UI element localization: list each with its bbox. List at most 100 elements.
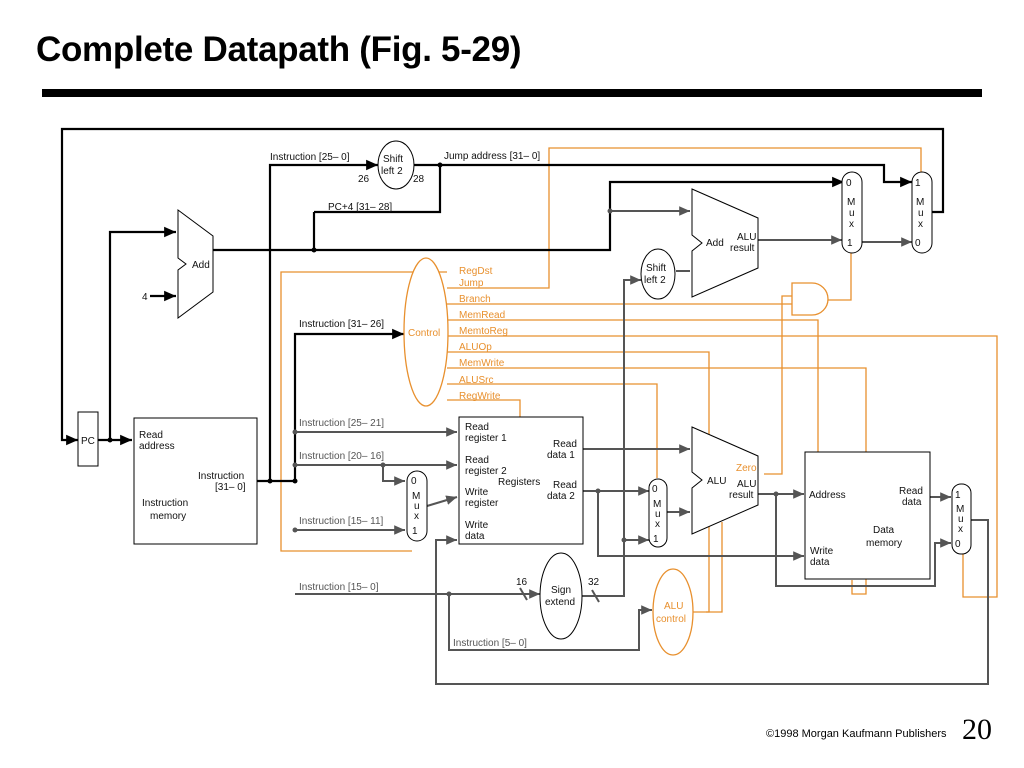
rt-to-mux-wire bbox=[382, 465, 405, 486]
pc4-join-wire bbox=[314, 165, 442, 214]
label-instr-15-0: Instruction [15– 0] bbox=[299, 582, 379, 593]
svg-text:extend: extend bbox=[545, 597, 575, 608]
signal-alusrc: ALUSrc bbox=[459, 375, 493, 386]
svg-text:1: 1 bbox=[412, 526, 418, 537]
width-32-label: 32 bbox=[588, 577, 600, 588]
pc4-wire bbox=[213, 176, 844, 252]
copyright-footer: ©1998 Morgan Kaufmann Publishers bbox=[766, 728, 947, 740]
svg-text:Read: Read bbox=[553, 480, 577, 491]
svg-text:ALU: ALU bbox=[737, 232, 756, 243]
svg-text:result: result bbox=[729, 490, 754, 501]
slide-title: Complete Datapath (Fig. 5-29) bbox=[36, 30, 522, 69]
svg-text:M: M bbox=[956, 504, 964, 515]
signal-memwrite: MemWrite bbox=[459, 358, 505, 369]
svg-text:ALU: ALU bbox=[737, 479, 756, 490]
signal-aluop: ALUOp bbox=[459, 342, 492, 353]
alusrc-wire bbox=[447, 383, 658, 478]
regdst-wire bbox=[280, 271, 447, 552]
label-pc4-31-28: PC+4 [31– 28] bbox=[328, 202, 392, 213]
width-28-label: 28 bbox=[413, 174, 425, 185]
svg-text:M: M bbox=[653, 499, 661, 510]
svg-text:Add: Add bbox=[706, 238, 724, 249]
title-rule bbox=[42, 89, 982, 97]
label-instr-25-0: Instruction [25– 0] bbox=[270, 152, 350, 163]
svg-text:memory: memory bbox=[866, 538, 902, 549]
sign-extend: Sign extend bbox=[539, 552, 583, 640]
svg-text:data 1: data 1 bbox=[547, 450, 575, 461]
datapath-wires bbox=[60, 127, 989, 685]
shift-left-2-jump: Shift left 2 bbox=[377, 140, 415, 190]
svg-text:Data: Data bbox=[873, 525, 895, 536]
svg-text:Registers: Registers bbox=[498, 477, 540, 488]
and-output-wire bbox=[828, 253, 852, 301]
memwrite-wire bbox=[447, 367, 867, 595]
label-instr-5-0: Instruction [5– 0] bbox=[453, 638, 527, 649]
width-16-label: 16 bbox=[516, 577, 528, 588]
alu-result-bypass-wire bbox=[775, 494, 951, 587]
instr-25-0-bus bbox=[268, 159, 378, 481]
instruction-memory: Read address Instruction [31– 0] Instruc… bbox=[133, 417, 258, 545]
main-alu: ALU ALU result bbox=[691, 426, 759, 535]
svg-text:memory: memory bbox=[150, 511, 186, 522]
label-instr-31-26: Instruction [31– 26] bbox=[299, 319, 384, 330]
svg-text:1: 1 bbox=[955, 490, 961, 501]
signal-branch: Branch bbox=[459, 294, 491, 305]
label-instr-25-21: Instruction [25– 21] bbox=[299, 418, 384, 429]
svg-text:Read: Read bbox=[553, 439, 577, 450]
signal-regdst: RegDst bbox=[459, 266, 493, 277]
svg-text:u: u bbox=[958, 514, 964, 525]
jump-wire bbox=[447, 147, 922, 289]
memtoreg-mux: 1 M u x 0 bbox=[951, 483, 972, 555]
page-number: 20 bbox=[962, 713, 992, 746]
zero-wire bbox=[764, 295, 792, 475]
svg-text:u: u bbox=[849, 208, 855, 219]
svg-text:Write: Write bbox=[465, 520, 489, 531]
label-instr-15-11: Instruction [15– 11] bbox=[299, 516, 384, 527]
width-26-label: 26 bbox=[358, 174, 370, 185]
constant-four: 4 bbox=[142, 292, 148, 303]
pc-next-wire bbox=[60, 127, 945, 446]
svg-text:0: 0 bbox=[915, 238, 921, 249]
svg-text:x: x bbox=[958, 524, 963, 535]
signal-memread: MemRead bbox=[459, 310, 505, 321]
svg-text:result: result bbox=[730, 243, 755, 254]
svg-text:0: 0 bbox=[411, 476, 417, 487]
svg-text:data 2: data 2 bbox=[547, 491, 575, 502]
branch-adder: Add ALU result bbox=[691, 188, 759, 298]
branch-and-gate bbox=[791, 282, 829, 316]
svg-text:Read: Read bbox=[139, 430, 163, 441]
bus-width-16-tick bbox=[519, 587, 528, 601]
pc-to-add-wire bbox=[108, 226, 176, 440]
svg-text:ALU: ALU bbox=[664, 601, 683, 612]
regdst-mux-out-wire bbox=[426, 495, 458, 507]
svg-text:Add: Add bbox=[192, 260, 210, 271]
svg-text:1: 1 bbox=[847, 238, 853, 249]
wire-labels: Instruction [25– 0] Jump address [31– 0]… bbox=[270, 151, 540, 649]
jump-addr-wire bbox=[414, 163, 912, 188]
register-file: Read register 1 Read register 2 Write re… bbox=[458, 416, 584, 545]
signal-memtoreg: MemtoReg bbox=[459, 326, 508, 337]
svg-text:x: x bbox=[655, 519, 660, 530]
alu-control: ALU control bbox=[652, 568, 694, 656]
svg-text:Read: Read bbox=[465, 422, 489, 433]
svg-text:Shift: Shift bbox=[383, 154, 403, 165]
svg-text:Control: Control bbox=[408, 328, 440, 339]
svg-text:x: x bbox=[918, 219, 923, 230]
svg-text:0: 0 bbox=[955, 539, 961, 550]
alucontrol-to-alu-wire bbox=[706, 522, 723, 613]
svg-text:1: 1 bbox=[653, 534, 659, 545]
shift-left-2-branch: Shift left 2 bbox=[640, 248, 676, 300]
svg-text:0: 0 bbox=[846, 178, 852, 189]
svg-text:address: address bbox=[139, 441, 175, 452]
svg-text:Instruction: Instruction bbox=[198, 471, 244, 482]
svg-text:left 2: left 2 bbox=[644, 275, 666, 286]
alusrc-mux: 0 M u x 1 bbox=[648, 478, 668, 548]
svg-text:Read: Read bbox=[899, 486, 923, 497]
label-jump-address: Jump address [31– 0] bbox=[444, 151, 540, 162]
regdst-mux: 0 M u x 1 bbox=[406, 470, 428, 542]
svg-text:0: 0 bbox=[652, 484, 658, 495]
instr-5-0-wire bbox=[448, 594, 652, 651]
label-instr-20-16: Instruction [20– 16] bbox=[299, 451, 384, 462]
control-wires bbox=[280, 147, 998, 613]
